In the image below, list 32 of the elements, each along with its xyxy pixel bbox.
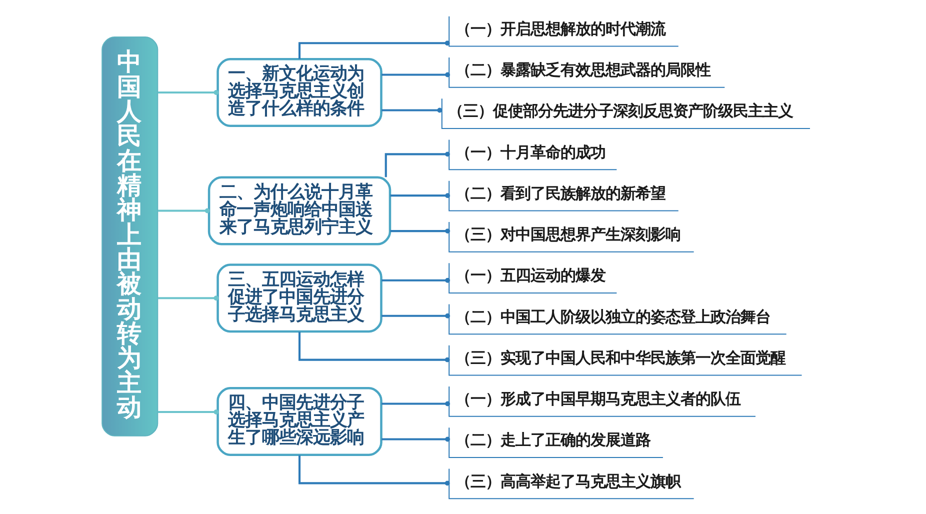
node-box: 中国人民在精神上由被动转为主动 xyxy=(101,36,158,436)
node-text: （三）实现了中国人民和中华民族第一次全面觉醒 xyxy=(454,348,785,367)
node-text: （三）促使部分先进分子深刻反思资产阶级民主主义 xyxy=(448,102,793,120)
node-text: （一）形成了中国早期马克思主义者的队伍 xyxy=(454,390,740,408)
node-text: （一）十月革命的成功 xyxy=(454,143,605,162)
connector xyxy=(381,313,450,318)
connector xyxy=(381,278,450,283)
node-text: （二）暴露缺乏有效思想武器的局限性 xyxy=(454,61,710,80)
connector xyxy=(157,90,218,95)
node-text: （二）看到了民族解放的新希望 xyxy=(454,184,665,202)
node-box: 四、中国先进分子选择马克思主义产生了哪些深远影响 xyxy=(216,386,382,456)
connector xyxy=(390,193,450,198)
connector xyxy=(390,228,450,234)
connector xyxy=(381,72,450,78)
connector xyxy=(384,152,450,178)
node-box: 二、为什么说十月革命一声炮响给中国送来了马克思列宁主义 xyxy=(207,176,391,246)
connector xyxy=(157,296,218,301)
node-box: 三、五四运动怎样促进了中国先进分子选择马克思主义 xyxy=(216,264,382,333)
node-text: （三）对中国思想界产生深刻影响 xyxy=(454,226,680,244)
node-box: 一、新文化运动为选择马克思主义创造了什么样的条件 xyxy=(216,58,382,128)
connector xyxy=(298,332,450,362)
node-text: （一）开启思想解放的时代潮流 xyxy=(454,20,665,38)
connector xyxy=(381,401,450,406)
connector xyxy=(157,208,210,214)
node-text: （一）五四运动的爆发 xyxy=(454,266,605,285)
connector xyxy=(381,108,442,113)
connector xyxy=(381,436,450,442)
connector xyxy=(298,455,450,486)
node-text: （三）高高举起了马克思主义旗帜 xyxy=(454,472,680,490)
connector xyxy=(157,410,218,414)
node-text: （二）走上了正确的发展道路 xyxy=(454,431,650,450)
node-text: （二）中国工人阶级以独立的姿态登上政治舞台 xyxy=(454,308,770,326)
